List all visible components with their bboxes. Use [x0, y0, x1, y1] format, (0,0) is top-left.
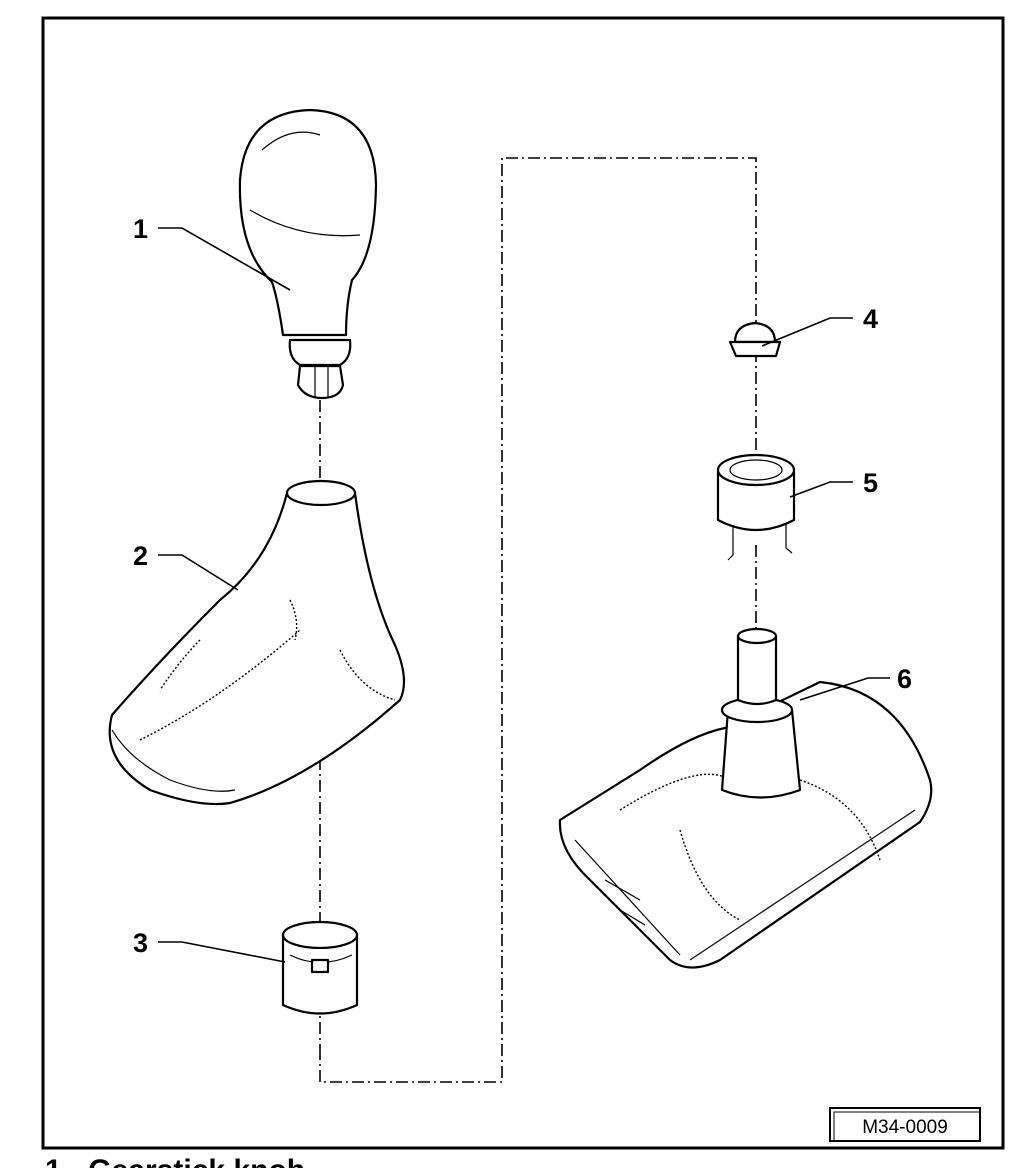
callout-leaders: [158, 227, 890, 963]
assembly-axes: [319, 157, 757, 1083]
callout-2: 2: [133, 541, 148, 571]
part-4-clip: [728, 321, 782, 358]
part-6-inner-boot-frame: [558, 627, 933, 969]
diagram-frame: [41, 16, 1005, 1150]
callout-3: 3: [133, 928, 148, 958]
callout-6: 6: [897, 664, 912, 694]
part-3-retaining-ring: [281, 920, 359, 1015]
part-5-sleeve: [716, 453, 796, 561]
part-2-gear-boot: [108, 479, 406, 806]
reference-code-box: M34-0009: [829, 1107, 981, 1142]
callout-5: 5: [863, 468, 878, 498]
caption-partial: 1 - Gearstick knob: [45, 1154, 305, 1168]
reference-code: M34-0009: [862, 1117, 948, 1138]
callout-1: 1: [133, 214, 148, 244]
callout-4: 4: [863, 304, 878, 334]
part-1-gear-knob: [238, 108, 378, 400]
